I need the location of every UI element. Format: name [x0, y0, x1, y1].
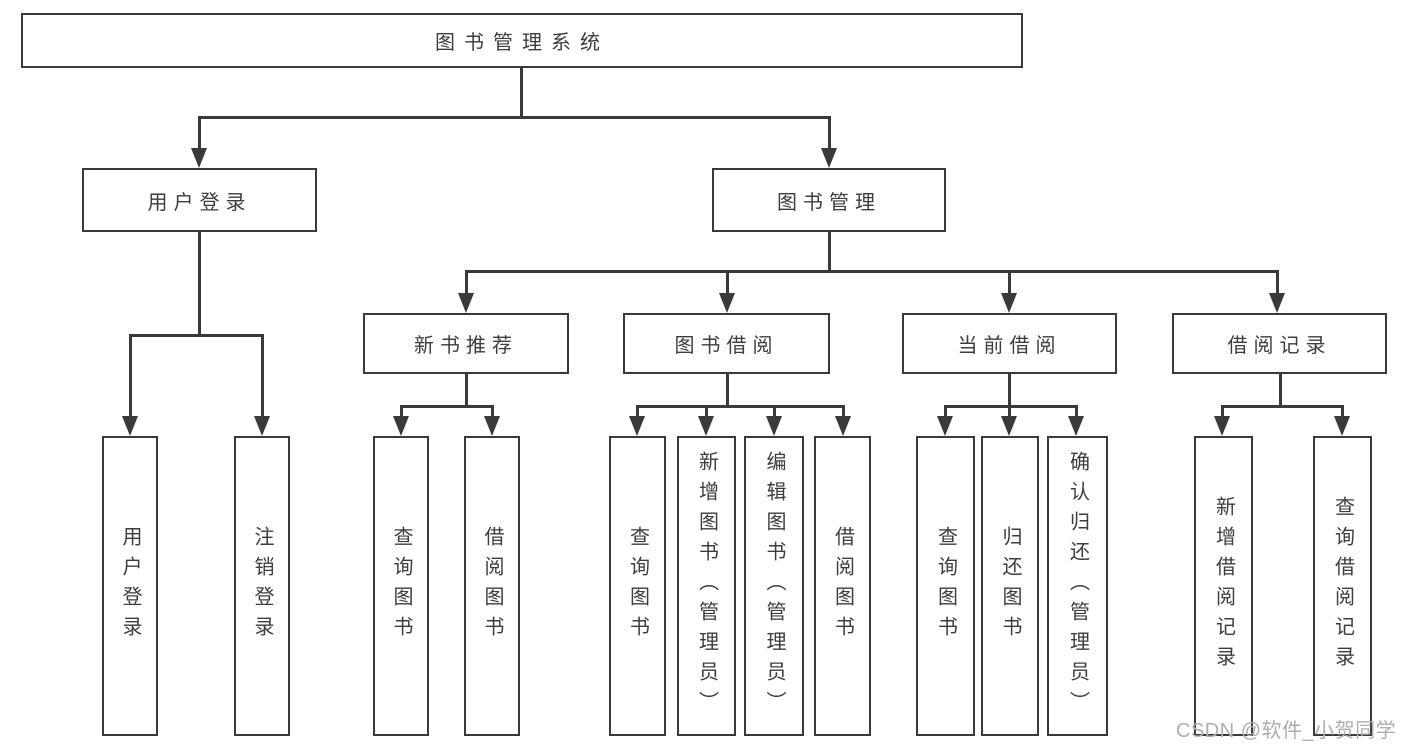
arrow-down-icon [254, 416, 270, 436]
connector-line [944, 405, 947, 420]
leaf-user-login: 用户登录 [102, 436, 158, 736]
connector-line [1341, 405, 1344, 420]
connector-line [465, 270, 1279, 273]
connector-line [773, 405, 776, 420]
leaf-label: 确认归还（管理员） [1066, 451, 1089, 721]
leaf-add-borrow-record: 新增借阅记录 [1194, 436, 1253, 736]
arrow-down-icon [1269, 293, 1285, 313]
arrow-down-icon [766, 416, 782, 436]
leaf-label: 借阅图书 [481, 526, 503, 646]
leaf-label: 查询图书 [626, 526, 649, 646]
leaf-query-books-recommend: 查询图书 [373, 436, 429, 736]
connector-line [944, 405, 1078, 408]
connector-line [1075, 405, 1078, 420]
leaf-query-books-current: 查询图书 [916, 436, 975, 736]
node-label: 当前借阅 [957, 335, 1062, 357]
leaf-label: 编辑图书（管理员） [763, 451, 785, 721]
connector-line [198, 116, 831, 119]
leaf-confirm-return-admin: 确认归还（管理员） [1047, 436, 1108, 736]
connector-line [636, 405, 639, 420]
leaf-query-books-borrowing: 查询图书 [609, 436, 666, 736]
arrow-down-icon [191, 148, 207, 168]
connector-line [1276, 270, 1279, 297]
arrow-down-icon [484, 416, 500, 436]
connector-line [828, 116, 831, 152]
arrow-down-icon [821, 148, 837, 168]
connector-line [520, 68, 523, 118]
arrow-down-icon [458, 293, 474, 313]
arrow-down-icon [835, 416, 851, 436]
arrow-down-icon [1214, 416, 1230, 436]
leaf-label: 注销登录 [251, 526, 273, 646]
arrow-down-icon [393, 416, 409, 436]
leaf-logout-login: 注销登录 [234, 436, 290, 736]
node-book-management: 图书管理 [712, 168, 946, 232]
connector-line [842, 405, 845, 420]
node-user-login: 用户登录 [82, 168, 317, 232]
leaf-label: 归还图书 [999, 526, 1021, 646]
node-label: 借阅记录 [1227, 335, 1332, 357]
connector-line [491, 405, 494, 420]
connector-line [465, 270, 468, 297]
connector-line [1279, 373, 1282, 407]
connector-line [465, 373, 468, 407]
leaf-label: 新增图书（管理员） [695, 451, 718, 721]
arrow-down-icon [1001, 416, 1017, 436]
node-library-management-system: 图书管理系统 [21, 13, 1023, 68]
arrow-down-icon [1334, 416, 1350, 436]
csdn-watermark: CSDN @软件_小贺同学 [1176, 720, 1397, 742]
arrow-down-icon [698, 416, 714, 436]
connector-line [705, 405, 708, 420]
connector-line [1221, 405, 1343, 408]
arrow-down-icon [1001, 293, 1017, 313]
connector-line [1008, 405, 1011, 420]
node-label: 图书管理 [777, 191, 881, 214]
connector-line [1008, 373, 1011, 407]
arrow-down-icon [1068, 416, 1084, 436]
node-label: 新书推荐 [414, 335, 518, 357]
node-label: 图书管理系统 [435, 32, 609, 54]
connector-line [129, 334, 263, 337]
arrow-down-icon [937, 416, 953, 436]
arrow-down-icon [629, 416, 645, 436]
leaf-edit-books-admin: 编辑图书（管理员） [744, 436, 804, 736]
node-current-borrowing: 当前借阅 [902, 313, 1117, 374]
connector-line [261, 334, 264, 420]
node-new-book-recommendation: 新书推荐 [363, 313, 569, 374]
arrow-down-icon [122, 416, 138, 436]
leaf-add-books-admin: 新增图书（管理员） [677, 436, 736, 736]
arrow-down-icon [719, 293, 735, 313]
connector-line [1008, 270, 1011, 297]
leaf-label: 新增借阅记录 [1212, 496, 1235, 676]
connector-line [400, 405, 403, 420]
connector-line [198, 116, 201, 152]
node-book-borrowing: 图书借阅 [623, 313, 830, 374]
connector-line [198, 231, 201, 336]
connector-line [400, 405, 494, 408]
leaf-label: 查询图书 [390, 526, 412, 646]
connector-line [726, 270, 729, 297]
leaf-query-borrow-record: 查询借阅记录 [1313, 436, 1372, 736]
leaf-return-books: 归还图书 [981, 436, 1039, 736]
node-label: 图书借阅 [674, 335, 779, 357]
leaf-label: 查询图书 [934, 526, 957, 646]
node-borrowing-records: 借阅记录 [1172, 313, 1387, 374]
node-label: 用户登录 [147, 191, 252, 214]
connector-line [828, 231, 831, 272]
leaf-label: 用户登录 [119, 526, 141, 646]
connector-line [129, 334, 132, 420]
leaf-label: 借阅图书 [831, 526, 854, 646]
leaf-borrow-books-borrowing: 借阅图书 [814, 436, 871, 736]
leaf-borrow-books-recommend: 借阅图书 [464, 436, 520, 736]
connector-line [726, 373, 729, 407]
leaf-label: 查询借阅记录 [1331, 496, 1354, 676]
connector-line [636, 405, 844, 408]
connector-line [1221, 405, 1224, 420]
